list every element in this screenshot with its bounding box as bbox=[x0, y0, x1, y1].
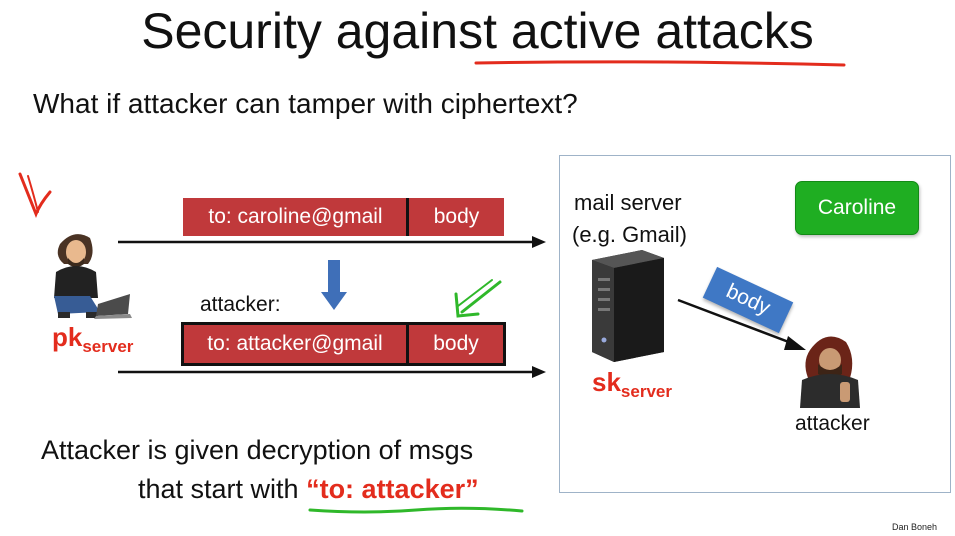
top-message-body-field: body bbox=[409, 198, 504, 236]
top-message-to-field: to: caroline@gmail bbox=[183, 198, 408, 236]
mail-server-example-label: (e.g. Gmail) bbox=[572, 222, 687, 247]
bottom-transmission-arrow bbox=[118, 366, 546, 378]
server-tower-icon bbox=[592, 250, 664, 362]
red-pen-mark-icon bbox=[18, 172, 52, 219]
down-arrow-icon bbox=[321, 260, 347, 310]
conclusion-line1: Attacker is given decryption of msgs bbox=[41, 435, 474, 465]
mail-server-label: mail server bbox=[574, 190, 682, 215]
bottom-message-to-field: to: attacker@gmail bbox=[184, 325, 406, 363]
slide-title: Security against active attacks bbox=[141, 3, 814, 59]
slide-credit: Dan Boneh bbox=[891, 522, 937, 532]
green-underline-annotation bbox=[308, 506, 524, 514]
top-message-divider bbox=[406, 198, 409, 236]
attacker-modification-label: attacker: bbox=[200, 293, 281, 316]
green-pen-arrow-icon bbox=[454, 279, 502, 318]
server-to-attacker-arrow bbox=[677, 298, 806, 350]
caroline-recipient-button[interactable]: Caroline bbox=[795, 181, 919, 235]
public-key-label: pkserver bbox=[52, 322, 134, 356]
conclusion-line2-prefix: that start with bbox=[138, 474, 307, 504]
bottom-message-body-field: body bbox=[409, 325, 503, 363]
question-text: What if attacker can tamper with ciphert… bbox=[33, 88, 578, 119]
conclusion-highlight: “to: attacker” bbox=[306, 474, 479, 504]
hooded-attacker-icon bbox=[800, 336, 860, 408]
conclusion-line2: that start with “to: attacker” bbox=[138, 474, 479, 505]
attacker-label: attacker bbox=[795, 412, 870, 435]
title-underline-annotation bbox=[474, 60, 846, 67]
secret-key-label: skserver bbox=[592, 367, 672, 401]
top-transmission-arrow bbox=[118, 236, 546, 248]
user-with-laptop-icon bbox=[54, 234, 132, 319]
